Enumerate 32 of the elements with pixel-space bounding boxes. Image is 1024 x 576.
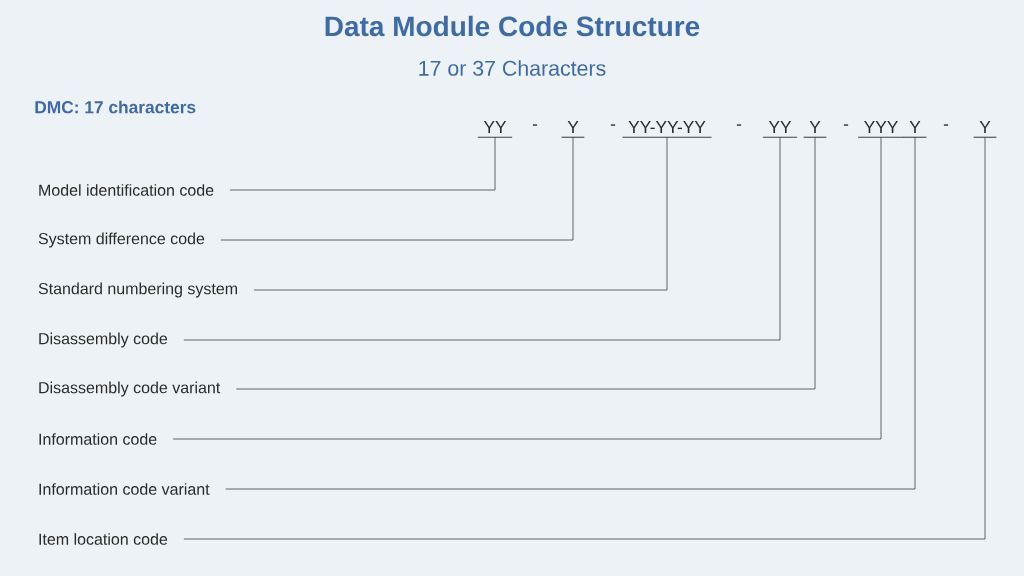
leader-line	[235, 136, 816, 390]
leader-line	[220, 136, 574, 241]
leader-line	[183, 136, 986, 540]
separator-dash: -	[610, 124, 616, 126]
code-segment: Y	[973, 121, 997, 138]
field-label: Item location code	[39, 533, 168, 545]
field-label: Model identification code	[39, 184, 214, 196]
subtitle: 17 or 37 Characters	[419, 60, 606, 76]
field-label: System difference code	[38, 232, 205, 248]
code-segment: Y	[561, 121, 585, 138]
field-label: Information code variant	[39, 483, 210, 495]
leader-line	[172, 136, 882, 440]
leader-line	[225, 136, 916, 490]
leader-line	[253, 136, 668, 291]
separator-dash: -	[843, 124, 849, 126]
field-label: Standard numbering system	[38, 282, 237, 298]
code-segment: Y	[903, 121, 927, 138]
field-label: Information code	[39, 433, 157, 445]
separator-dash: -	[943, 124, 949, 126]
code-segment: YYY	[857, 121, 905, 138]
field-label: Disassembly code variant	[39, 381, 221, 397]
field-label: Disassembly code	[39, 332, 168, 348]
code-segment: YY	[762, 121, 798, 138]
code-segment: YY	[477, 121, 513, 138]
code-segment: Y	[803, 121, 827, 138]
separator-dash: -	[736, 124, 742, 126]
title: Data Module Code Structure	[325, 15, 700, 37]
section-heading: DMC: 17 characters	[35, 100, 196, 114]
leader-line	[183, 136, 781, 341]
code-segment: YY-YY-YY	[622, 121, 712, 138]
separator-dash: -	[532, 124, 538, 126]
leader-line	[229, 136, 496, 191]
